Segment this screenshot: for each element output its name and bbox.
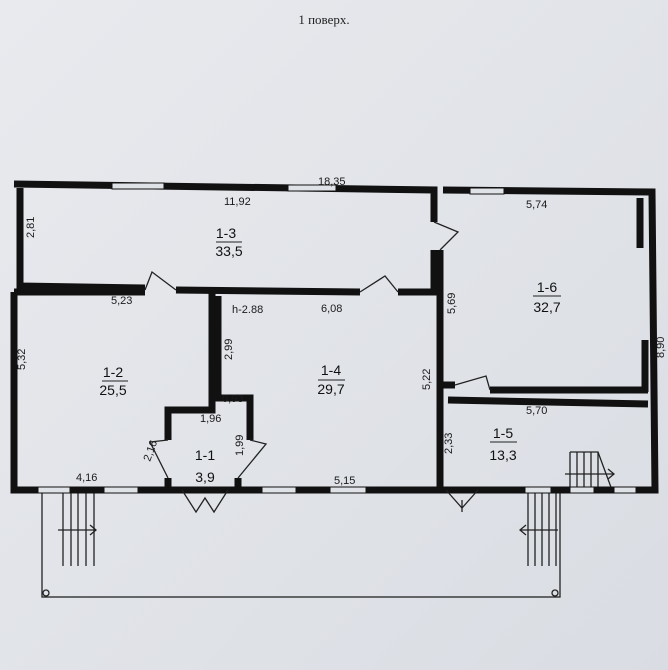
room-1-2: 1-2 25,5: [99, 364, 128, 398]
svg-text:5,70: 5,70: [526, 405, 547, 417]
svg-text:1,96: 1,96: [200, 413, 221, 425]
svg-text:33,5: 33,5: [215, 243, 242, 259]
svg-text:5,69: 5,69: [446, 293, 458, 314]
room-1-6: 1-6 32,7: [533, 279, 561, 315]
svg-text:13,3: 13,3: [489, 447, 516, 463]
svg-text:0,93: 0,93: [222, 393, 243, 405]
windows: [37, 182, 637, 494]
svg-text:1,99: 1,99: [234, 435, 246, 456]
svg-text:6,08: 6,08: [321, 303, 342, 315]
svg-text:4,16: 4,16: [76, 472, 97, 484]
dimensions: 18,35 11,92 5,23 6,08 5,74 5,70 1,96 0,9…: [16, 176, 667, 487]
left-stairs: [58, 492, 98, 566]
svg-text:11,92: 11,92: [224, 196, 251, 208]
room-1-5: 1-5 13,3: [489, 425, 517, 463]
svg-text:25,5: 25,5: [99, 382, 126, 398]
room-1-4: 1-4 29,7: [317, 362, 345, 397]
svg-text:8,90: 8,90: [655, 337, 667, 358]
ceiling-height: h-2.88: [232, 304, 263, 316]
svg-text:5,74: 5,74: [526, 199, 547, 211]
svg-text:5,32: 5,32: [16, 349, 28, 370]
svg-text:1-5: 1-5: [493, 425, 513, 441]
doors: [144, 221, 491, 514]
svg-text:1-4: 1-4: [321, 362, 341, 378]
svg-text:32,7: 32,7: [533, 299, 560, 315]
svg-text:2,33: 2,33: [443, 433, 455, 454]
svg-text:2,99: 2,99: [223, 339, 235, 360]
svg-text:1-1: 1-1: [195, 447, 215, 463]
svg-text:5,23: 5,23: [111, 295, 132, 307]
porch-post: [551, 589, 559, 597]
right-stairs: [518, 492, 558, 566]
page-title: 1 поверх.: [298, 12, 349, 27]
svg-text:1-3: 1-3: [216, 225, 236, 241]
room-1-3: 1-3 33,5: [215, 225, 242, 259]
svg-text:5,22: 5,22: [421, 369, 433, 390]
inner-stairs: [565, 451, 616, 491]
svg-text:5,15: 5,15: [334, 475, 355, 487]
svg-text:2,81: 2,81: [25, 217, 37, 238]
svg-text:3,9: 3,9: [195, 469, 215, 485]
porch-post: [42, 589, 50, 597]
svg-text:1-2: 1-2: [103, 364, 123, 380]
svg-text:18,35: 18,35: [318, 176, 346, 188]
room-1-1: 1-1 3,9: [195, 447, 215, 485]
svg-text:1-6: 1-6: [537, 279, 557, 295]
svg-text:29,7: 29,7: [317, 381, 344, 397]
